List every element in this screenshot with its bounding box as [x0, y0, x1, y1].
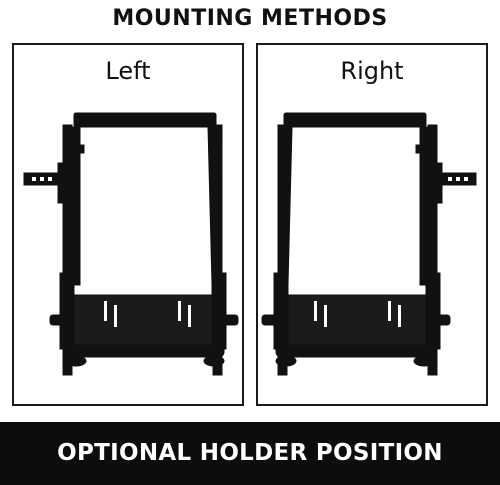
panel-label-right: Right: [340, 57, 404, 85]
panel-label-left: Left: [105, 57, 151, 85]
page-title: MOUNTING METHODS: [112, 6, 388, 31]
panel-right: Right: [256, 43, 488, 406]
stand-illustration-right: [261, 112, 477, 376]
wheel-plate: [73, 112, 217, 128]
panel-left: Left: [12, 43, 244, 406]
bottom-banner: OPTIONAL HOLDER POSITION: [0, 422, 500, 485]
stand-illustration-left: [23, 112, 239, 376]
wheel-plate: [283, 112, 427, 128]
